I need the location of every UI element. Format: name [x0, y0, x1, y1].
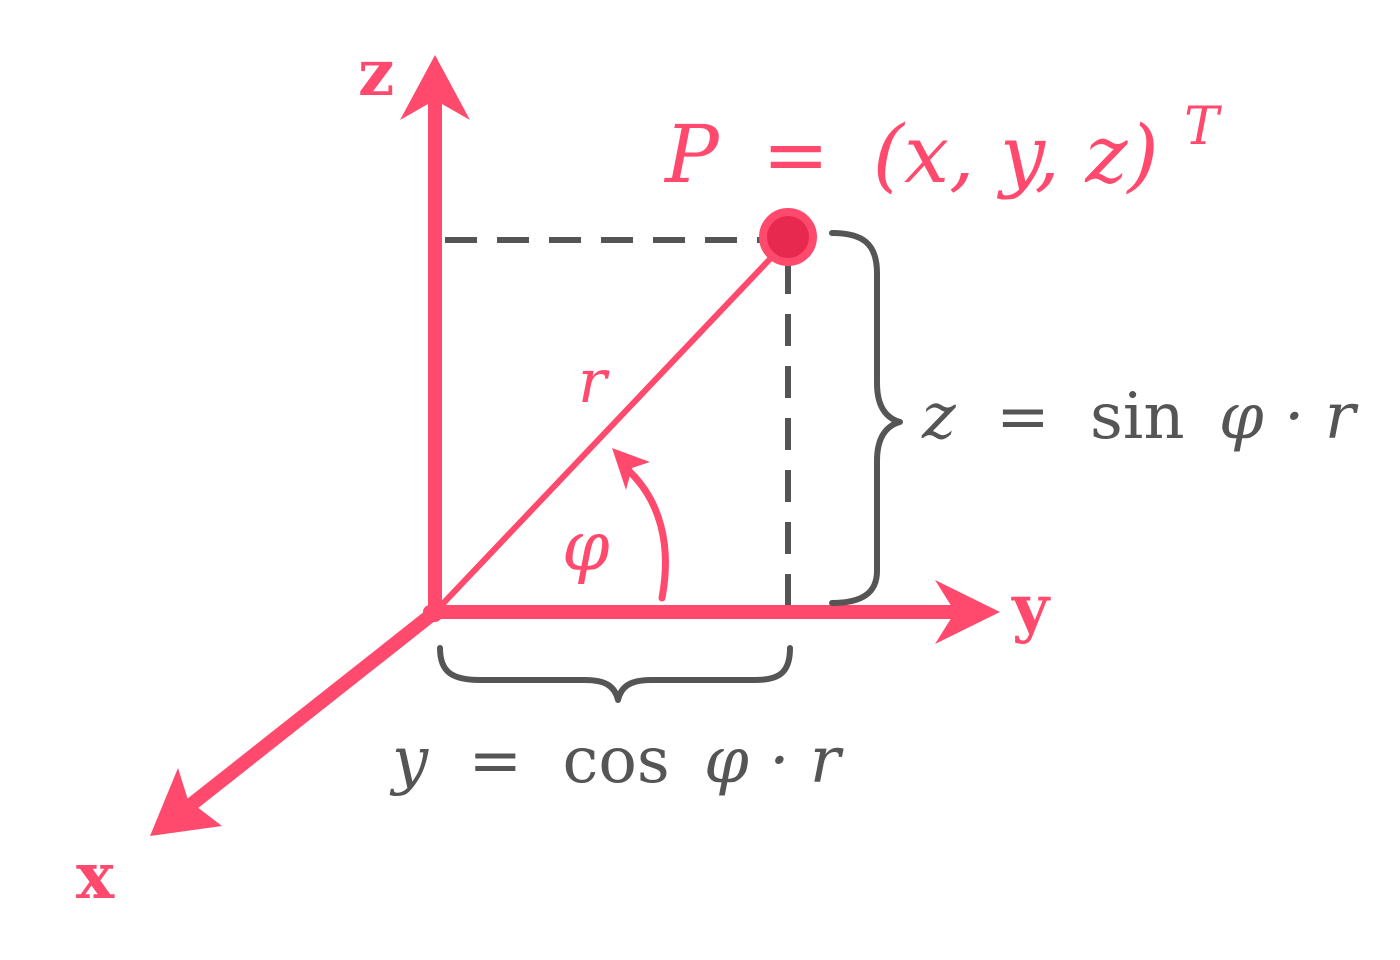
y-curly-brace — [437, 645, 793, 703]
point-p-marker — [759, 208, 817, 266]
radius-label: r — [578, 347, 610, 417]
y-axis-arrowhead — [935, 580, 1000, 644]
y-formula-function: cos — [562, 724, 669, 798]
y-formula-lhs: y — [389, 724, 429, 798]
point-p-tuple: (x, y, z) — [873, 108, 1159, 201]
y-formula: y = cos φ · r — [389, 724, 844, 798]
point-p-label: P = (x, y, z) T — [663, 97, 1222, 201]
angle-arc-arrowhead — [612, 448, 650, 490]
z-axis-arrowhead — [400, 55, 470, 120]
y-axis-label: y — [1011, 571, 1051, 646]
z-formula-rest: φ · r — [1219, 380, 1359, 454]
angle-label: φ — [562, 508, 610, 587]
y-formula-rest: φ · r — [704, 724, 844, 798]
angle-arc — [624, 466, 669, 602]
z-formula-equals: = — [996, 380, 1050, 454]
x-axis-label: x — [76, 839, 115, 914]
x-axis-arrowhead — [150, 768, 222, 836]
z-curly-brace — [829, 230, 903, 606]
z-formula: z = sin φ · r — [921, 380, 1359, 454]
z-formula-function: sin — [1090, 380, 1185, 454]
y-formula-equals: = — [469, 724, 523, 798]
point-p-symbol: P — [663, 108, 720, 201]
radius-line — [432, 237, 791, 615]
point-p-transpose: T — [1184, 97, 1222, 157]
z-axis-label: z — [358, 36, 394, 111]
z-formula-lhs: z — [921, 380, 957, 454]
point-p-equals: = — [762, 108, 829, 201]
x-axis-line — [171, 605, 442, 822]
